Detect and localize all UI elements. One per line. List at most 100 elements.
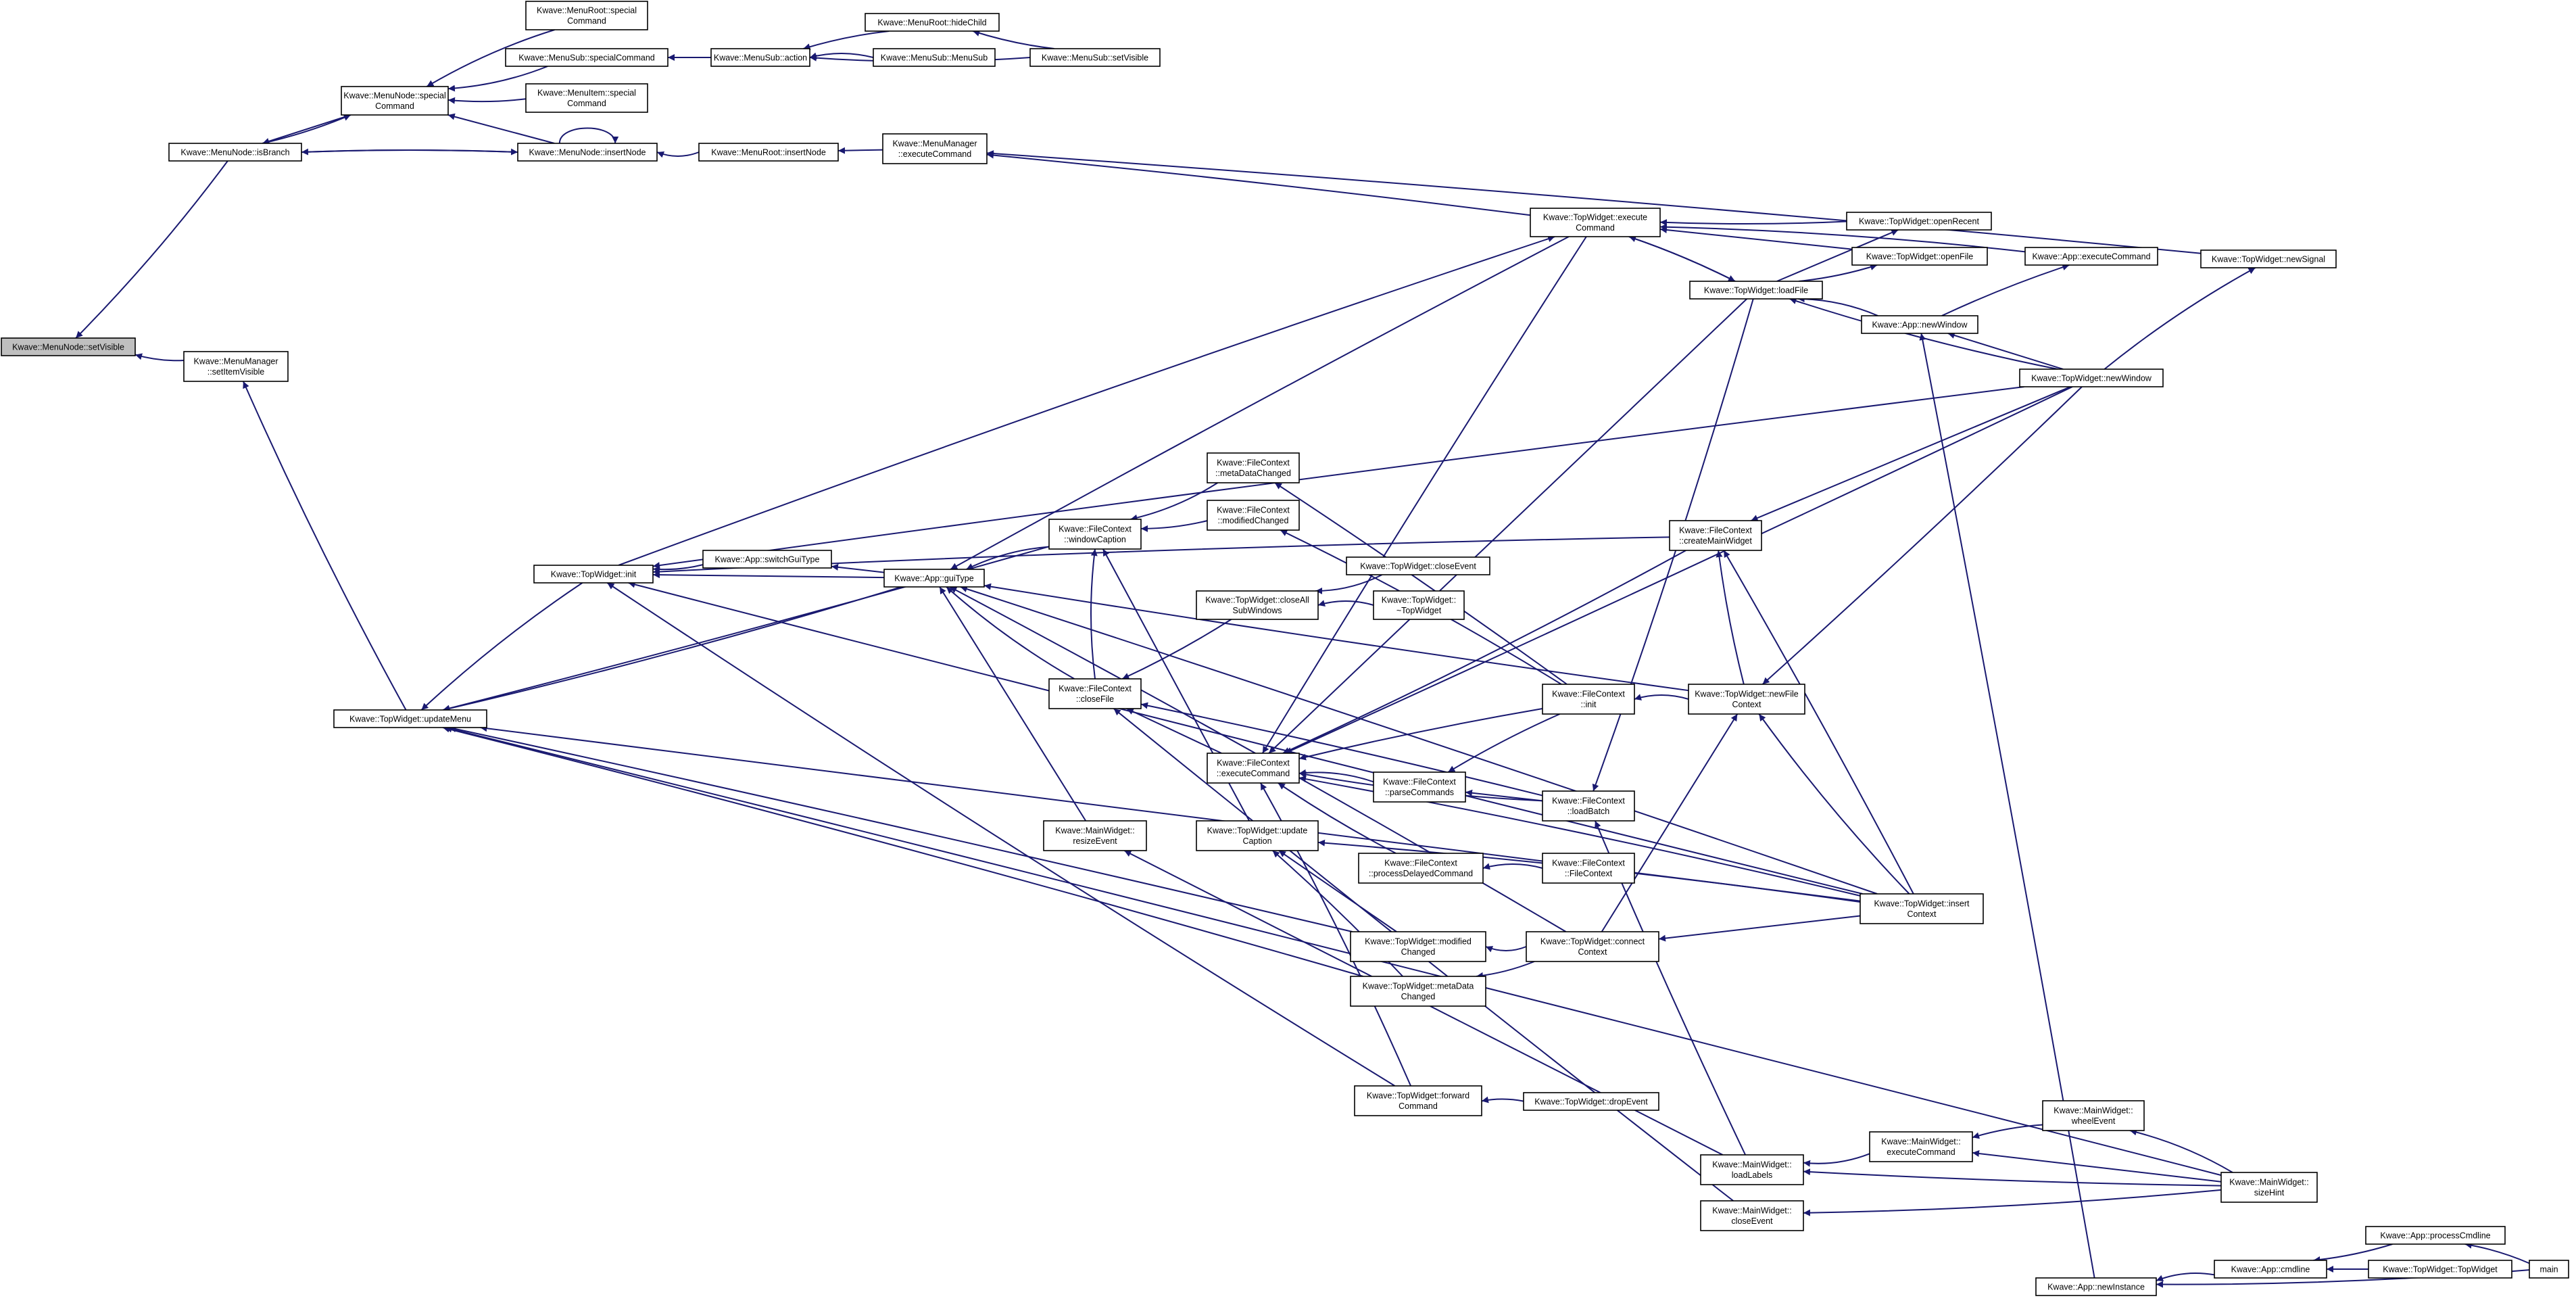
node-mr_specialCommand[interactable]: Kwave::MenuRoot::specialCommand xyxy=(525,1,648,30)
node-mm_setItemVisible[interactable]: Kwave::MenuManager::setItemVisible xyxy=(183,351,289,382)
node-label: Kwave::FileContext xyxy=(1059,525,1132,534)
node-mn_insertNode[interactable]: Kwave::MenuNode::insertNode xyxy=(517,143,658,162)
node-mw_closeEvent[interactable]: Kwave::MainWidget::closeEvent xyxy=(1700,1200,1804,1231)
call-edge-mr_hideChild-to-ms_action xyxy=(803,30,890,50)
node-tw_init[interactable]: Kwave::TopWidget::init xyxy=(533,565,654,584)
call-edge-app_guiType-to-tw_init xyxy=(652,571,885,579)
node-setVisible[interactable]: Kwave::MenuNode::setVisible xyxy=(1,337,136,356)
node-app_guiType[interactable]: Kwave::App::guiType xyxy=(883,569,985,588)
node-box xyxy=(1700,1200,1804,1231)
node-app_executeCommand[interactable]: Kwave::App::executeCommand xyxy=(2024,247,2158,266)
node-fc_closeFile[interactable]: Kwave::FileContext::closeFile xyxy=(1048,678,1142,709)
call-edge-mw_sizeHint-to-mw_wheelEvent xyxy=(2129,1128,2233,1173)
node-box xyxy=(1688,684,1805,715)
node-label: Kwave::MainWidget:: xyxy=(1881,1137,1960,1147)
call-edge-tw_forwardCommand-to-tw_init xyxy=(606,582,1396,1087)
node-tw_loadFile[interactable]: Kwave::TopWidget::loadFile xyxy=(1689,281,1823,300)
node-label: Kwave::MainWidget:: xyxy=(1055,826,1134,836)
node-label: Command xyxy=(1576,223,1615,233)
node-tw_closeEvent[interactable]: Kwave::TopWidget::closeEvent xyxy=(1346,556,1490,575)
node-mw_sizeHint[interactable]: Kwave::MainWidget::sizeHint xyxy=(2220,1172,2318,1203)
node-label: Kwave::MenuManager xyxy=(193,357,278,366)
node-ms_specialCommand[interactable]: Kwave::MenuSub::specialCommand xyxy=(505,48,669,67)
node-label: Kwave::App::guiType xyxy=(894,573,973,583)
node-mw_loadLabels[interactable]: Kwave::MainWidget::loadLabels xyxy=(1700,1154,1804,1185)
node-label: Kwave::TopWidget::insert xyxy=(1874,899,1970,909)
node-mr_hideChild[interactable]: Kwave::MenuRoot::hideChild xyxy=(865,13,1000,32)
call-edge-tw_newWindow-to-tw_newSignal xyxy=(2104,267,2256,370)
node-mm_executeCommand[interactable]: Kwave::MenuManager::executeCommand xyxy=(882,133,988,164)
node-box xyxy=(1846,212,1992,231)
node-label: Command xyxy=(567,99,606,108)
node-fc_executeCommand[interactable]: Kwave::FileContext::executeCommand xyxy=(1207,753,1300,784)
node-app_newWindow[interactable]: Kwave::App::newWindow xyxy=(1861,315,1978,334)
node-box xyxy=(702,550,832,569)
call-edge-tw_dropEvent-to-tw_forwardCommand xyxy=(1481,1096,1524,1103)
node-label: ::modifiedChanged xyxy=(1218,516,1289,525)
node-fc_createMainWidget[interactable]: Kwave::FileContext::createMainWidget xyxy=(1669,520,1762,551)
call-edge-fc_closeFile-to-app_guiType xyxy=(946,586,1075,680)
node-label: Command xyxy=(1399,1101,1438,1111)
node-app_processCmdline[interactable]: Kwave::App::processCmdline xyxy=(2365,1226,2506,1245)
call-edge-ms_MenuSub-to-ms_action xyxy=(809,52,874,60)
call-edge-tw_newFileContext-to-fc_createMainWidget xyxy=(1716,550,1745,685)
node-fc_windowCaption[interactable]: Kwave::FileContext::windowCaption xyxy=(1048,519,1142,550)
node-mw_resizeEvent[interactable]: Kwave::MainWidget::resizeEvent xyxy=(1043,820,1147,851)
node-fc_loadBatch[interactable]: Kwave::FileContext::loadBatch xyxy=(1542,790,1635,822)
node-tw_openFile[interactable]: Kwave::TopWidget::openFile xyxy=(1851,247,1988,266)
node-fc_processDelayedCommand[interactable]: Kwave::FileContext::processDelayedComman… xyxy=(1358,853,1484,884)
node-box xyxy=(1689,281,1823,300)
node-mr_insertNode[interactable]: Kwave::MenuRoot::insertNode xyxy=(698,143,839,162)
node-label: Kwave::MenuNode::insertNode xyxy=(529,147,646,157)
node-tw_newWindow[interactable]: Kwave::TopWidget::newWindow xyxy=(2019,369,2164,387)
node-fc_FileContext[interactable]: Kwave::FileContext::FileContext xyxy=(1542,853,1635,884)
node-label: Kwave::FileContext xyxy=(1217,458,1290,468)
call-edge-tw_connectContext-to-tw_modifiedChanged xyxy=(1485,946,1527,953)
node-ms_action[interactable]: Kwave::MenuSub::action xyxy=(710,48,810,67)
call-edge-mm_executeCommand-to-mr_insertNode xyxy=(837,147,883,154)
node-tw_dtor[interactable]: Kwave::TopWidget::~TopWidget xyxy=(1373,590,1465,620)
call-edge-tw_newWindow-to-tw_loadFile xyxy=(1789,298,2058,370)
node-box xyxy=(1029,48,1161,67)
node-tw_metaDataChanged[interactable]: Kwave::TopWidget::metaDataChanged xyxy=(1350,976,1486,1007)
node-main[interactable]: main xyxy=(2529,1260,2569,1279)
node-fc_parseCommands[interactable]: Kwave::FileContext::parseCommands xyxy=(1373,771,1466,803)
node-tw_openRecent[interactable]: Kwave::TopWidget::openRecent xyxy=(1846,212,1992,231)
node-box xyxy=(1669,520,1762,551)
node-box xyxy=(2019,369,2164,387)
node-tw_TopWidget[interactable]: Kwave::TopWidget::TopWidget xyxy=(2368,1260,2512,1279)
node-app_switchGuiType[interactable]: Kwave::App::switchGuiType xyxy=(702,550,832,569)
node-tw_executeCommand[interactable]: Kwave::TopWidget::executeCommand xyxy=(1530,208,1661,237)
call-edge-app_guiType-to-app_switchGuiType xyxy=(831,563,885,573)
node-mi_specialCommand[interactable]: Kwave::MenuItem::specialCommand xyxy=(525,83,648,113)
call-edge-tw_connectContext-to-tw_metaDataChanged xyxy=(1476,961,1535,979)
node-fc_metaDataChanged[interactable]: Kwave::FileContext::metaDataChanged xyxy=(1207,452,1300,483)
node-tw_modifiedChanged[interactable]: Kwave::TopWidget::modifiedChanged xyxy=(1350,931,1486,962)
node-app_newInstance[interactable]: Kwave::App::newInstance xyxy=(2035,1277,2157,1296)
node-mn_specialCommand[interactable]: Kwave::MenuNode::specialCommand xyxy=(341,86,449,116)
node-ms_setVisible[interactable]: Kwave::MenuSub::setVisible xyxy=(1029,48,1161,67)
node-fc_modifiedChanged[interactable]: Kwave::FileContext::modifiedChanged xyxy=(1207,500,1300,531)
node-fc_init[interactable]: Kwave::FileContext::init xyxy=(1542,684,1635,715)
node-box xyxy=(698,143,839,162)
node-mw_executeCommand[interactable]: Kwave::MainWidget::executeCommand xyxy=(1869,1131,1973,1162)
call-edge-app_guiType-to-tw_updateMenu xyxy=(443,586,902,712)
node-ms_MenuSub[interactable]: Kwave::MenuSub::MenuSub xyxy=(873,48,996,67)
node-isBranch[interactable]: Kwave::MenuNode::isBranch xyxy=(168,143,302,162)
node-box xyxy=(1851,247,1988,266)
node-mw_wheelEvent[interactable]: Kwave::MainWidget::wheelEvent xyxy=(2042,1100,2145,1131)
node-tw_newSignal[interactable]: Kwave::TopWidget::newSignal xyxy=(2200,249,2337,268)
node-box xyxy=(1207,753,1300,784)
call-edge-fc_parseCommands-to-fc_executeCommand xyxy=(1298,769,1374,783)
node-box xyxy=(873,48,996,67)
node-tw_updateMenu[interactable]: Kwave::TopWidget::updateMenu xyxy=(333,709,487,728)
node-app_cmdline[interactable]: Kwave::App::cmdline xyxy=(2214,1260,2327,1279)
node-tw_dropEvent[interactable]: Kwave::TopWidget::dropEvent xyxy=(1523,1092,1659,1111)
